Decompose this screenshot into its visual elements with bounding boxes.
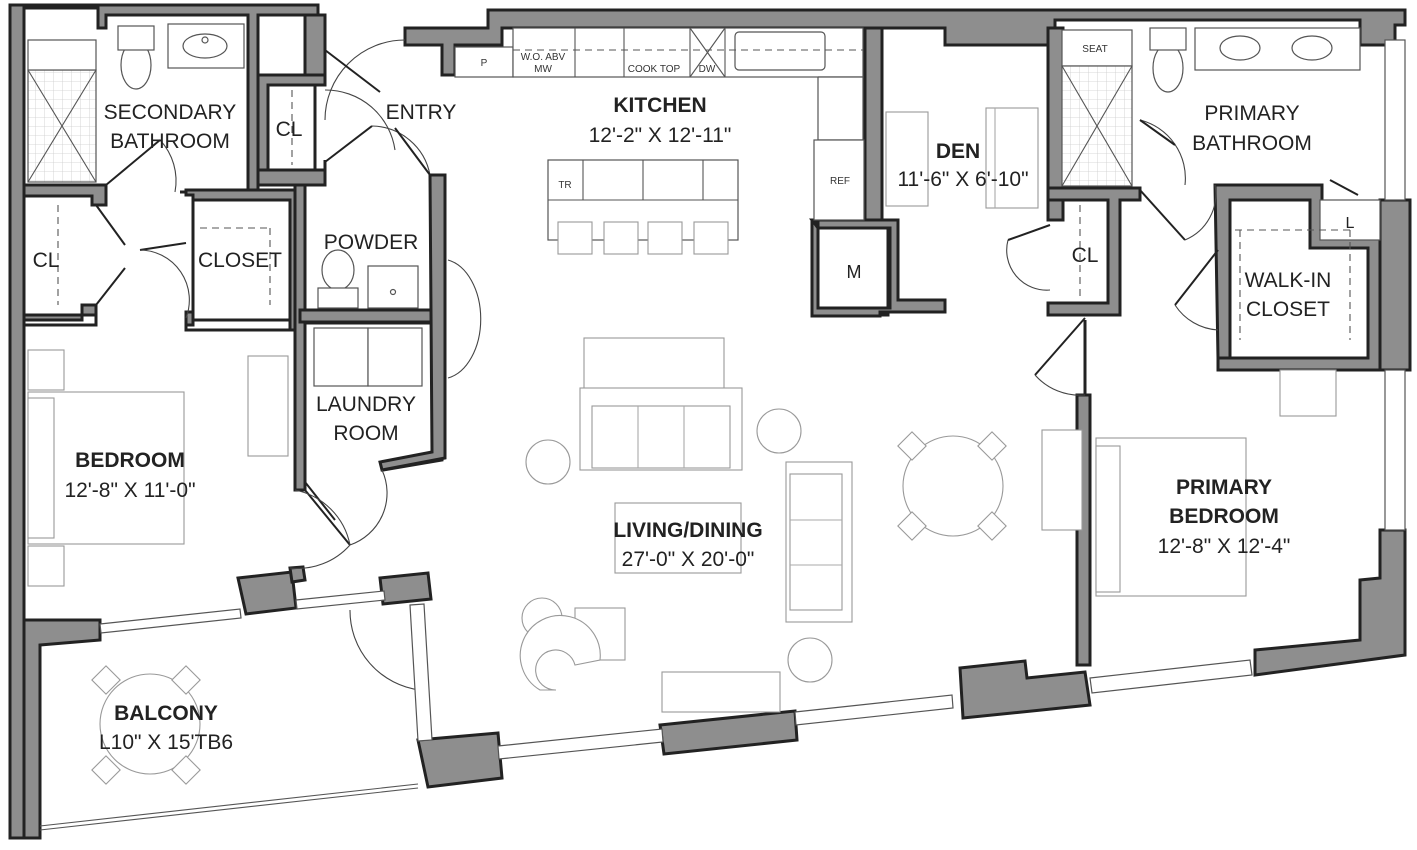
closet-label: CLOSET [198,249,282,272]
living-dim: 27'-0" X 20'-0" [622,548,755,571]
balcony-dim: L10" X 15'TB6 [99,731,233,754]
interior-wall-fills [22,26,1382,667]
sink [182,33,228,59]
laundry-line2: ROOM [333,422,398,445]
primary-bedroom-dim: 12'-8" X 12'-4" [1158,535,1291,558]
dw-label: DW [699,64,716,75]
kitchen-dim: 12'-2" X 12'-11" [589,124,732,147]
elevator-label: M [847,262,862,282]
kitchen-counters [454,27,865,255]
cl-label-primary: CL [1072,244,1099,267]
stool [693,221,729,255]
primary-bedroom-line2: BEDROOM [1169,505,1279,528]
refrigerator [813,139,865,221]
primary-bedroom-furniture [1041,369,1337,597]
stool [647,221,683,255]
cooktop-label: COOK TOP [628,64,681,75]
pantry [454,46,514,78]
powder-laundry-fixtures [313,249,423,387]
pantry-label: P [481,58,488,69]
secondary-bath-fixtures [27,23,245,183]
wo-label-1: W.O. ABV [521,52,566,63]
bedroom-dim: 12'-8" X 11'-0" [64,479,195,502]
closet-shelves [57,90,1355,340]
cl-label-entry: CL [276,118,303,141]
seat-label: SEAT [1082,44,1107,55]
powder-label: POWDER [324,231,419,254]
kitchen-name: KITCHEN [613,94,706,117]
walkin-line2: CLOSET [1246,298,1330,321]
balcony-name: BALCONY [114,702,218,725]
primary-bath-line1: PRIMARY [1204,102,1299,125]
stool [557,221,593,255]
secondary-bath-line2: BATHROOM [110,130,230,153]
balcony-table [99,673,201,775]
primary-bath-fixtures [1061,27,1381,241]
primary-bath-line2: BATHROOM [1192,132,1312,155]
windows [39,39,1406,831]
laundry-line1: LAUNDRY [316,393,416,416]
bedroom-furniture [27,349,289,587]
bedroom-name: BEDROOM [75,449,185,472]
tr-label: TR [558,180,571,191]
linen-label: L [1346,215,1355,232]
primary-bedroom-line1: PRIMARY [1176,476,1272,499]
cl-label-left: CL [33,249,60,272]
den-dim: 11'-6" X 6'-10" [897,168,1028,191]
powder-sink [367,265,419,309]
powder-toilet [321,249,355,291]
stool [603,221,639,255]
kitchen-sink [734,31,826,71]
balcony-furniture [91,665,201,785]
dryer [367,327,423,387]
fixture-labels: P W.O. ABV MW COOK TOP DW REF TR M SEAT … [481,44,1355,282]
den-name: DEN [936,140,980,163]
dining-table [902,435,1004,537]
sofa [583,337,725,397]
wo-label-2: MW [534,64,552,75]
ref-label: REF [830,176,850,187]
primary-toilet [1152,43,1184,93]
den-furniture [885,107,1039,209]
room-labels: KITCHEN 12'-2" X 12'-11" DEN 11'-6" X 6'… [33,94,1332,754]
living-name: LIVING/DINING [613,519,762,542]
entry-label: ENTRY [386,101,457,124]
walkin-line1: WALK-IN [1245,269,1332,292]
secondary-bath-line1: SECONDARY [104,101,237,124]
living-furniture [447,259,1007,713]
exterior-walls [8,3,1412,840]
doors [95,39,1359,742]
washer [313,327,369,387]
